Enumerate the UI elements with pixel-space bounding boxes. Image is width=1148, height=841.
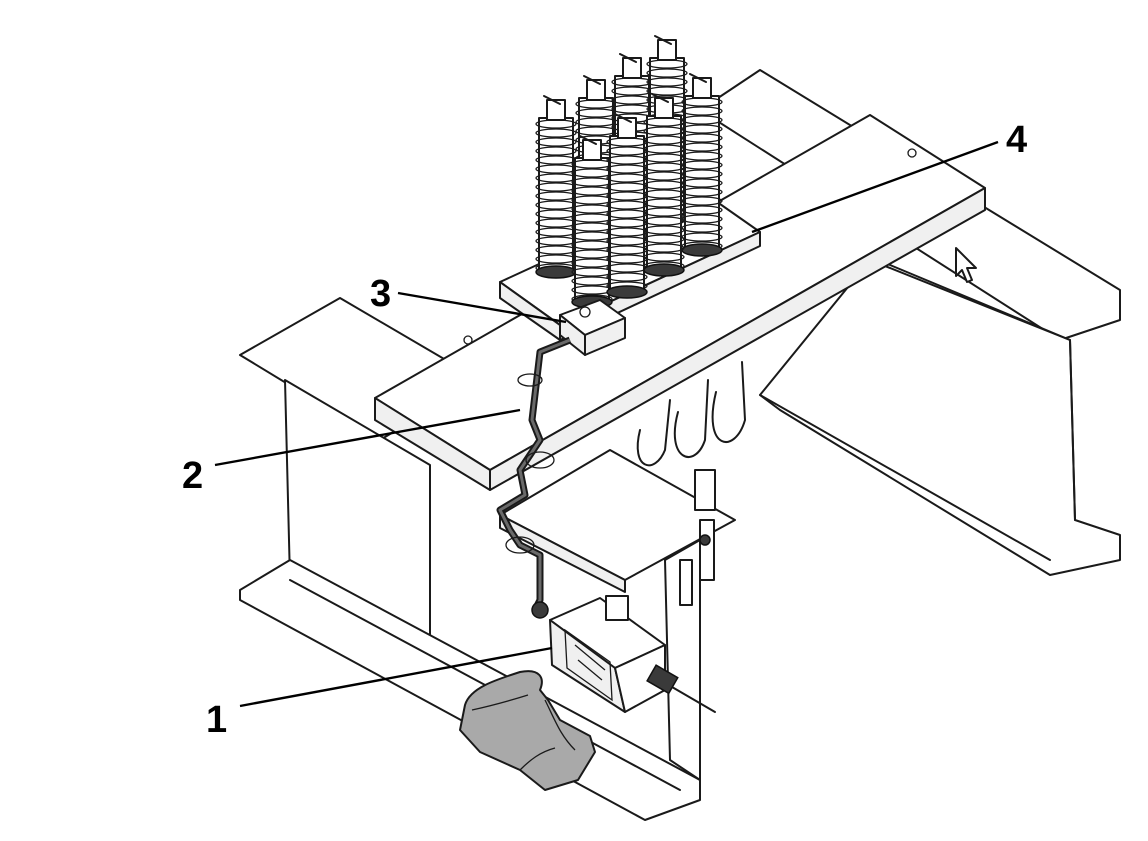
callout-3: 3 (370, 273, 391, 315)
gloved-hand (459, 670, 596, 791)
grounding-device (531, 595, 716, 713)
ground-cable (496, 336, 572, 612)
leader-3 (397, 291, 567, 324)
callout-2: 2 (182, 455, 203, 497)
callout-labels: 1 2 3 4 (182, 119, 1027, 741)
callout-1: 1 (206, 699, 227, 741)
insulator-8 (643, 93, 685, 277)
mouse-pointer-icon (955, 247, 977, 283)
leader-1 (239, 646, 553, 708)
callout-4: 4 (1006, 119, 1027, 161)
leader-lines (214, 140, 999, 708)
clamp-hooks (636, 361, 746, 606)
insulator-stacks (535, 35, 723, 309)
insulator-5 (681, 73, 723, 257)
bracket-plate (499, 449, 736, 593)
insulator-7 (606, 113, 648, 299)
terminal-block (559, 299, 626, 356)
insulator-6 (571, 135, 613, 309)
leader-2 (214, 408, 521, 467)
leader-4 (751, 140, 999, 234)
insulator-1 (535, 95, 577, 279)
